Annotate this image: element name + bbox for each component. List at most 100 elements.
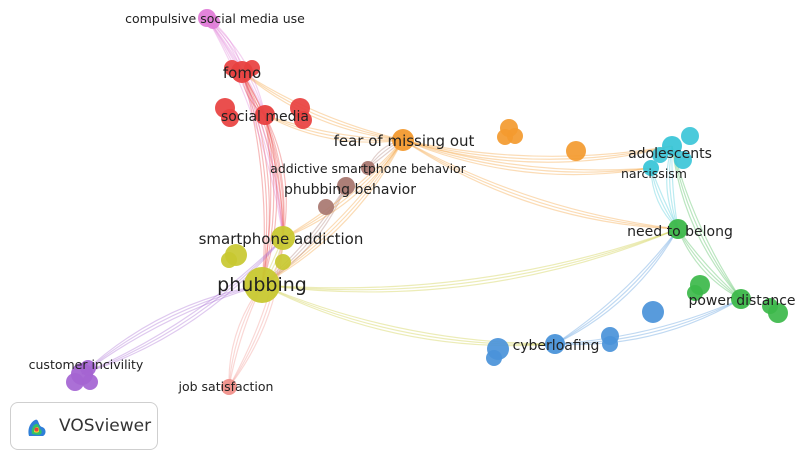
edge-social_media-fear_missing (264, 114, 404, 141)
edge-phubbing-cyberloafing (261, 284, 556, 345)
node-narcissism[interactable] (643, 160, 659, 176)
edge-phubbing-fear_missing (261, 139, 404, 286)
node-cyberloafing[interactable] (545, 334, 565, 354)
edge-fomo-fear_missing (241, 71, 404, 141)
edge-smartphone_add-compulsive (206, 17, 284, 239)
cluster-node[interactable] (294, 111, 312, 129)
node-label-narcissism[interactable]: narcissism (621, 166, 687, 181)
cluster-node[interactable] (642, 301, 664, 323)
node-power-distance[interactable] (731, 289, 751, 309)
edge-phubbing-customer_incivility (81, 284, 263, 375)
edge-phubbing-need_belong (261, 228, 679, 293)
node-label-fear-missing[interactable]: fear of missing out (334, 132, 475, 150)
edge-adolescents-power_distance (671, 145, 742, 300)
edge-cyberloafing-power_distance (554, 298, 742, 345)
cluster-node[interactable] (221, 109, 239, 127)
edge-smartphone_add-fomo (241, 71, 284, 239)
cluster-node[interactable] (486, 350, 502, 366)
vosviewer-brand-label: VOSviewer (59, 416, 152, 436)
node-label-need-belong[interactable]: need to belong (627, 224, 733, 240)
node-phubbing[interactable] (244, 267, 280, 303)
edge-customer_incivility-smartphone_add (81, 237, 284, 375)
edge-cyberloafing-power_distance (554, 298, 742, 346)
edge-fear_missing-adolescents (402, 139, 673, 157)
edge-smartphone_add-compulsive (206, 17, 284, 239)
edge-fear_missing-need_belong (402, 139, 679, 230)
edge-smartphone_add-fear_missing (282, 139, 404, 239)
edge-phubbing-need_belong (261, 228, 679, 291)
node-label-adolescents[interactable]: adolescents (628, 146, 712, 162)
edge-fear_missing-narcissism (402, 139, 652, 173)
edge-fomo-fear_missing (241, 71, 404, 141)
edge-phubbing-fomo (241, 71, 265, 286)
cluster-node[interactable] (497, 129, 513, 145)
edge-phubbing-fomo (241, 71, 268, 286)
label-layer: compulsive social media use fomo social me… (29, 11, 796, 394)
edge-fear_missing-narcissism (402, 139, 652, 176)
cluster-node[interactable] (762, 298, 778, 314)
node-addictive-sp[interactable] (361, 161, 375, 175)
node-label-smartphone-add[interactable]: smartphone addiction (199, 230, 364, 248)
node-label-social-media[interactable]: social media (221, 109, 309, 125)
node-social-media[interactable] (255, 105, 275, 125)
cluster-node[interactable] (674, 151, 692, 169)
node-label-power-distance[interactable]: power distance (688, 293, 795, 309)
cluster-node[interactable] (566, 141, 586, 161)
edge-smartphone_add-social_media (264, 114, 285, 239)
node-phubbing-beh[interactable] (337, 177, 355, 195)
vosviewer-logo-icon (28, 419, 46, 436)
vosviewer-badge[interactable]: VOSviewer (10, 402, 158, 450)
edge-phubbing-customer_incivility (81, 284, 263, 375)
node-adolescents[interactable] (662, 136, 682, 156)
node-fomo[interactable] (231, 61, 253, 83)
edge-fear_missing-need_belong (402, 139, 679, 230)
edge-cyberloafing-power_distance (554, 298, 742, 345)
edge-social_media-fear_missing (264, 114, 404, 142)
cluster-node[interactable] (275, 254, 291, 270)
edge-smartphone_add-social_media (264, 114, 284, 239)
node-layer (66, 9, 788, 395)
edge-customer_incivility-smartphone_add (81, 237, 284, 375)
edge-phubbing-fear_missing (261, 139, 404, 286)
edge-fear_missing-adolescents (402, 139, 673, 163)
node-smartphone-add[interactable] (271, 226, 295, 250)
edge-phubbing-cyberloafing (261, 284, 556, 347)
node-label-customer-incivility[interactable]: customer incivility (29, 357, 144, 372)
node-label-compulsive[interactable]: compulsive social media use (125, 11, 305, 26)
edge-smartphone_add-fomo (241, 71, 285, 239)
node-need-belong[interactable] (668, 219, 688, 239)
cluster-node[interactable] (687, 285, 703, 301)
cluster-node[interactable] (221, 252, 237, 268)
node-label-addictive-sp[interactable]: addictive smartphone behavior (270, 161, 467, 176)
node-label-job-satisfaction[interactable]: job satisfaction (178, 379, 274, 394)
cluster-node[interactable] (318, 199, 334, 215)
node-label-phubbing-beh[interactable]: phubbing behavior (284, 182, 416, 198)
edge-phubbing-social_media (261, 114, 275, 286)
edge-fear_missing-narcissism (402, 139, 652, 171)
node-label-fomo[interactable]: fomo (223, 64, 261, 82)
cluster-node[interactable] (681, 127, 699, 145)
edge-phubbing-cyberloafing (261, 284, 556, 346)
node-fear-missing[interactable] (392, 129, 414, 151)
node-label-cyberloafing[interactable]: cyberloafing (513, 338, 600, 354)
edge-fear_missing-need_belong (402, 139, 679, 230)
edge-cyberloafing-need_belong (554, 228, 679, 345)
edge-phubbing-social_media (261, 114, 272, 286)
edge-smartphone_add-fomo (241, 71, 284, 239)
cluster-node[interactable] (602, 336, 618, 352)
edge-smartphone_add-social_media (264, 114, 287, 239)
edge-cyberloafing-need_belong (554, 228, 679, 345)
node-customer-incivility[interactable] (71, 363, 93, 385)
edge-smartphone_add-fear_missing (282, 139, 404, 239)
edge-phubbing-customer_incivility (81, 284, 263, 375)
edge-phubbing-fomo (241, 71, 270, 286)
node-label-phubbing[interactable]: phubbing (217, 274, 307, 296)
edge-social_media-fear_missing (264, 114, 404, 143)
node-compulsive[interactable] (198, 9, 216, 27)
edge-fear_missing-adolescents (402, 139, 673, 160)
edge-customer_incivility-smartphone_add (81, 237, 284, 375)
node-job-satisfaction[interactable] (221, 379, 237, 395)
edge-phubbing-social_media (261, 114, 278, 286)
edge-layer (81, 17, 742, 388)
